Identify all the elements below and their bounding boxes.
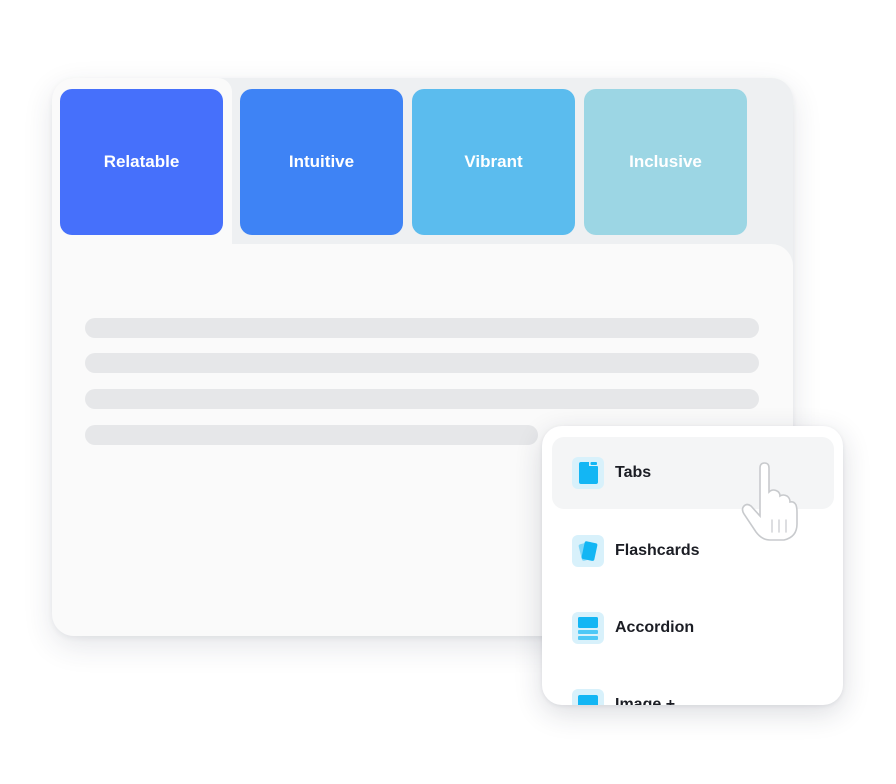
hand-pointer-cursor-icon <box>736 462 798 542</box>
flashcards-icon <box>572 535 604 567</box>
menu-item-label: Tabs <box>615 464 652 481</box>
tab-vibrant[interactable]: Vibrant <box>412 89 575 235</box>
image-icon <box>572 689 604 705</box>
tab-label: Relatable <box>103 152 180 171</box>
tab-intuitive[interactable]: Intuitive <box>240 89 403 235</box>
menu-item-label: Image + <box>615 696 676 705</box>
menu-item-label: Flashcards <box>615 542 700 559</box>
tab-label: Intuitive <box>288 152 355 171</box>
placeholder-text-line <box>85 318 759 338</box>
tab-label: Inclusive <box>629 152 702 171</box>
placeholder-text-line <box>85 389 759 409</box>
tabs-icon <box>572 457 604 489</box>
menu-item-label: Accordion <box>615 619 695 636</box>
menu-item-image[interactable]: Image + <box>552 669 834 705</box>
tab-label: Vibrant <box>464 152 523 171</box>
menu-item-accordion[interactable]: Accordion <box>552 592 834 664</box>
menu-item-flashcards[interactable]: Flashcards <box>552 515 834 587</box>
tab-relatable[interactable]: Relatable <box>60 89 223 235</box>
placeholder-text-line <box>85 353 759 373</box>
tab-inclusive[interactable]: Inclusive <box>584 89 747 235</box>
block-type-menu: Tabs Flashcards Accordion <box>542 426 843 705</box>
accordion-icon <box>572 612 604 644</box>
placeholder-text-line <box>85 425 538 445</box>
